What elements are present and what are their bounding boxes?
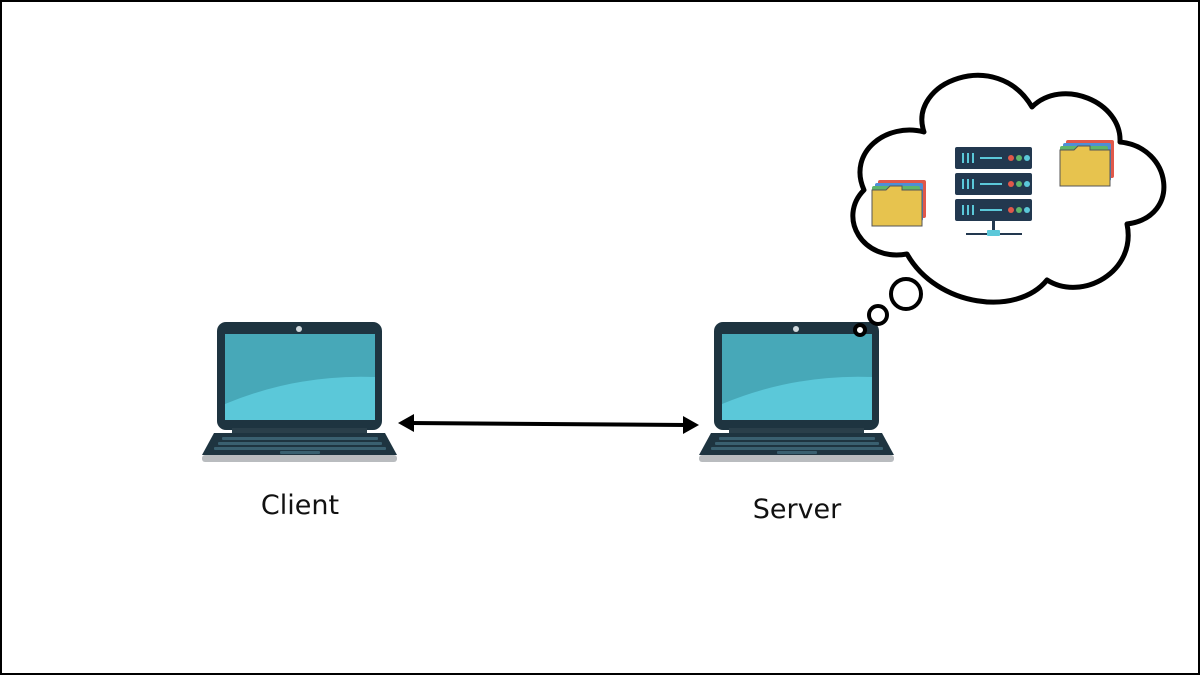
server-rack-icon — [955, 147, 1032, 236]
client-label: Client — [260, 490, 340, 521]
server-label: Server — [752, 494, 842, 525]
server-laptop-icon — [699, 322, 894, 462]
thought-bubble-trail — [853, 277, 923, 337]
client-laptop-icon — [202, 322, 397, 462]
folder-icon — [871, 179, 927, 227]
bidirectional-arrow — [398, 414, 699, 434]
folder-icon — [1059, 139, 1115, 187]
